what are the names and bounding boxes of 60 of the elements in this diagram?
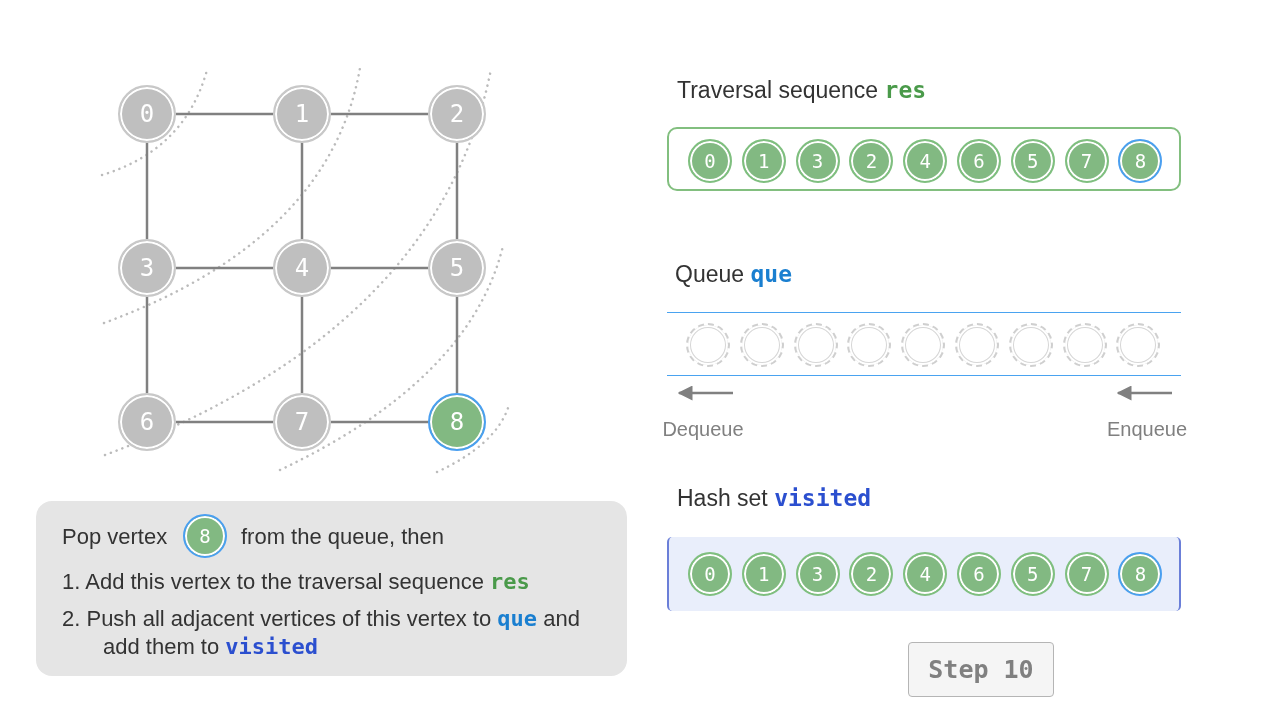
vertex-circle: 8	[428, 393, 486, 451]
graph-edge	[300, 297, 304, 393]
graph-edge	[455, 297, 459, 393]
graph-edge	[331, 420, 428, 424]
graph-edge	[300, 143, 304, 239]
vertex-circle: 6	[118, 393, 176, 451]
vertex-circle: 6	[957, 552, 1001, 596]
graph-edge	[145, 297, 149, 393]
vertex-circle: 0	[688, 139, 732, 183]
empty-slot-circle	[1116, 323, 1161, 367]
queue-direction-label: Enqueue	[1106, 418, 1188, 441]
vertex-circle: 4	[903, 139, 948, 183]
empty-slot-circle	[955, 323, 999, 367]
vertex-circle: 7	[1064, 552, 1109, 596]
vertex-circle: 3	[118, 239, 176, 297]
graph-edge	[176, 266, 273, 270]
empty-slot-circle	[1008, 323, 1053, 367]
vertex-circle: 4	[273, 239, 331, 297]
vertex-circle: 1	[741, 139, 786, 183]
vertex-circle: 5	[428, 239, 486, 297]
graph-edge	[331, 112, 428, 116]
vertex-circle: 8	[183, 514, 227, 558]
section-heading: Hash set visited	[677, 485, 872, 512]
empty-slot-circle	[847, 323, 892, 367]
graph-edge	[176, 420, 273, 424]
note-text: Pop vertex	[62, 524, 168, 550]
note-text: from the queue, then	[241, 524, 445, 550]
vertex-circle: 3	[795, 139, 840, 183]
empty-slot-circle	[739, 323, 784, 367]
vertex-circle: 8	[1118, 552, 1163, 596]
empty-slot-circle	[1062, 323, 1107, 367]
vertex-circle: 5	[1010, 139, 1055, 183]
graph-edge	[145, 143, 149, 239]
graph-edge	[176, 112, 273, 116]
vertex-circle: 3	[795, 552, 840, 596]
vertex-circle: 4	[903, 552, 948, 596]
empty-slot-circle	[686, 323, 730, 367]
graph-edge	[331, 266, 428, 270]
step-instruction: 2. Push all adjacent vertices of this vertex to que and add them to visited	[62, 605, 581, 661]
step-instruction: 1. Add this vertex to the traversal sequence res	[62, 568, 531, 596]
vertex-circle: 5	[1010, 552, 1055, 596]
vertex-circle: 2	[428, 85, 486, 143]
section-heading: Traversal sequence res	[677, 77, 927, 104]
vertex-circle: 8	[1118, 139, 1163, 183]
vertex-circle: 1	[741, 552, 786, 596]
empty-slot-circle	[793, 323, 838, 367]
section-heading: Queue que	[675, 261, 792, 288]
vertex-circle: 7	[273, 393, 331, 451]
step-counter: Step 10	[908, 642, 1054, 697]
vertex-circle: 2	[849, 552, 894, 596]
queue-direction-label: Dequeue	[662, 418, 744, 441]
empty-slot-circle	[901, 323, 946, 367]
vertex-circle: 7	[1064, 139, 1109, 183]
note-panel	[36, 501, 627, 676]
graph-edge	[455, 143, 459, 239]
vertex-circle: 0	[118, 85, 176, 143]
vertex-circle: 2	[849, 139, 894, 183]
vertex-circle: 1	[273, 85, 331, 143]
vertex-circle: 0	[688, 552, 732, 596]
vertex-circle: 6	[957, 139, 1001, 183]
